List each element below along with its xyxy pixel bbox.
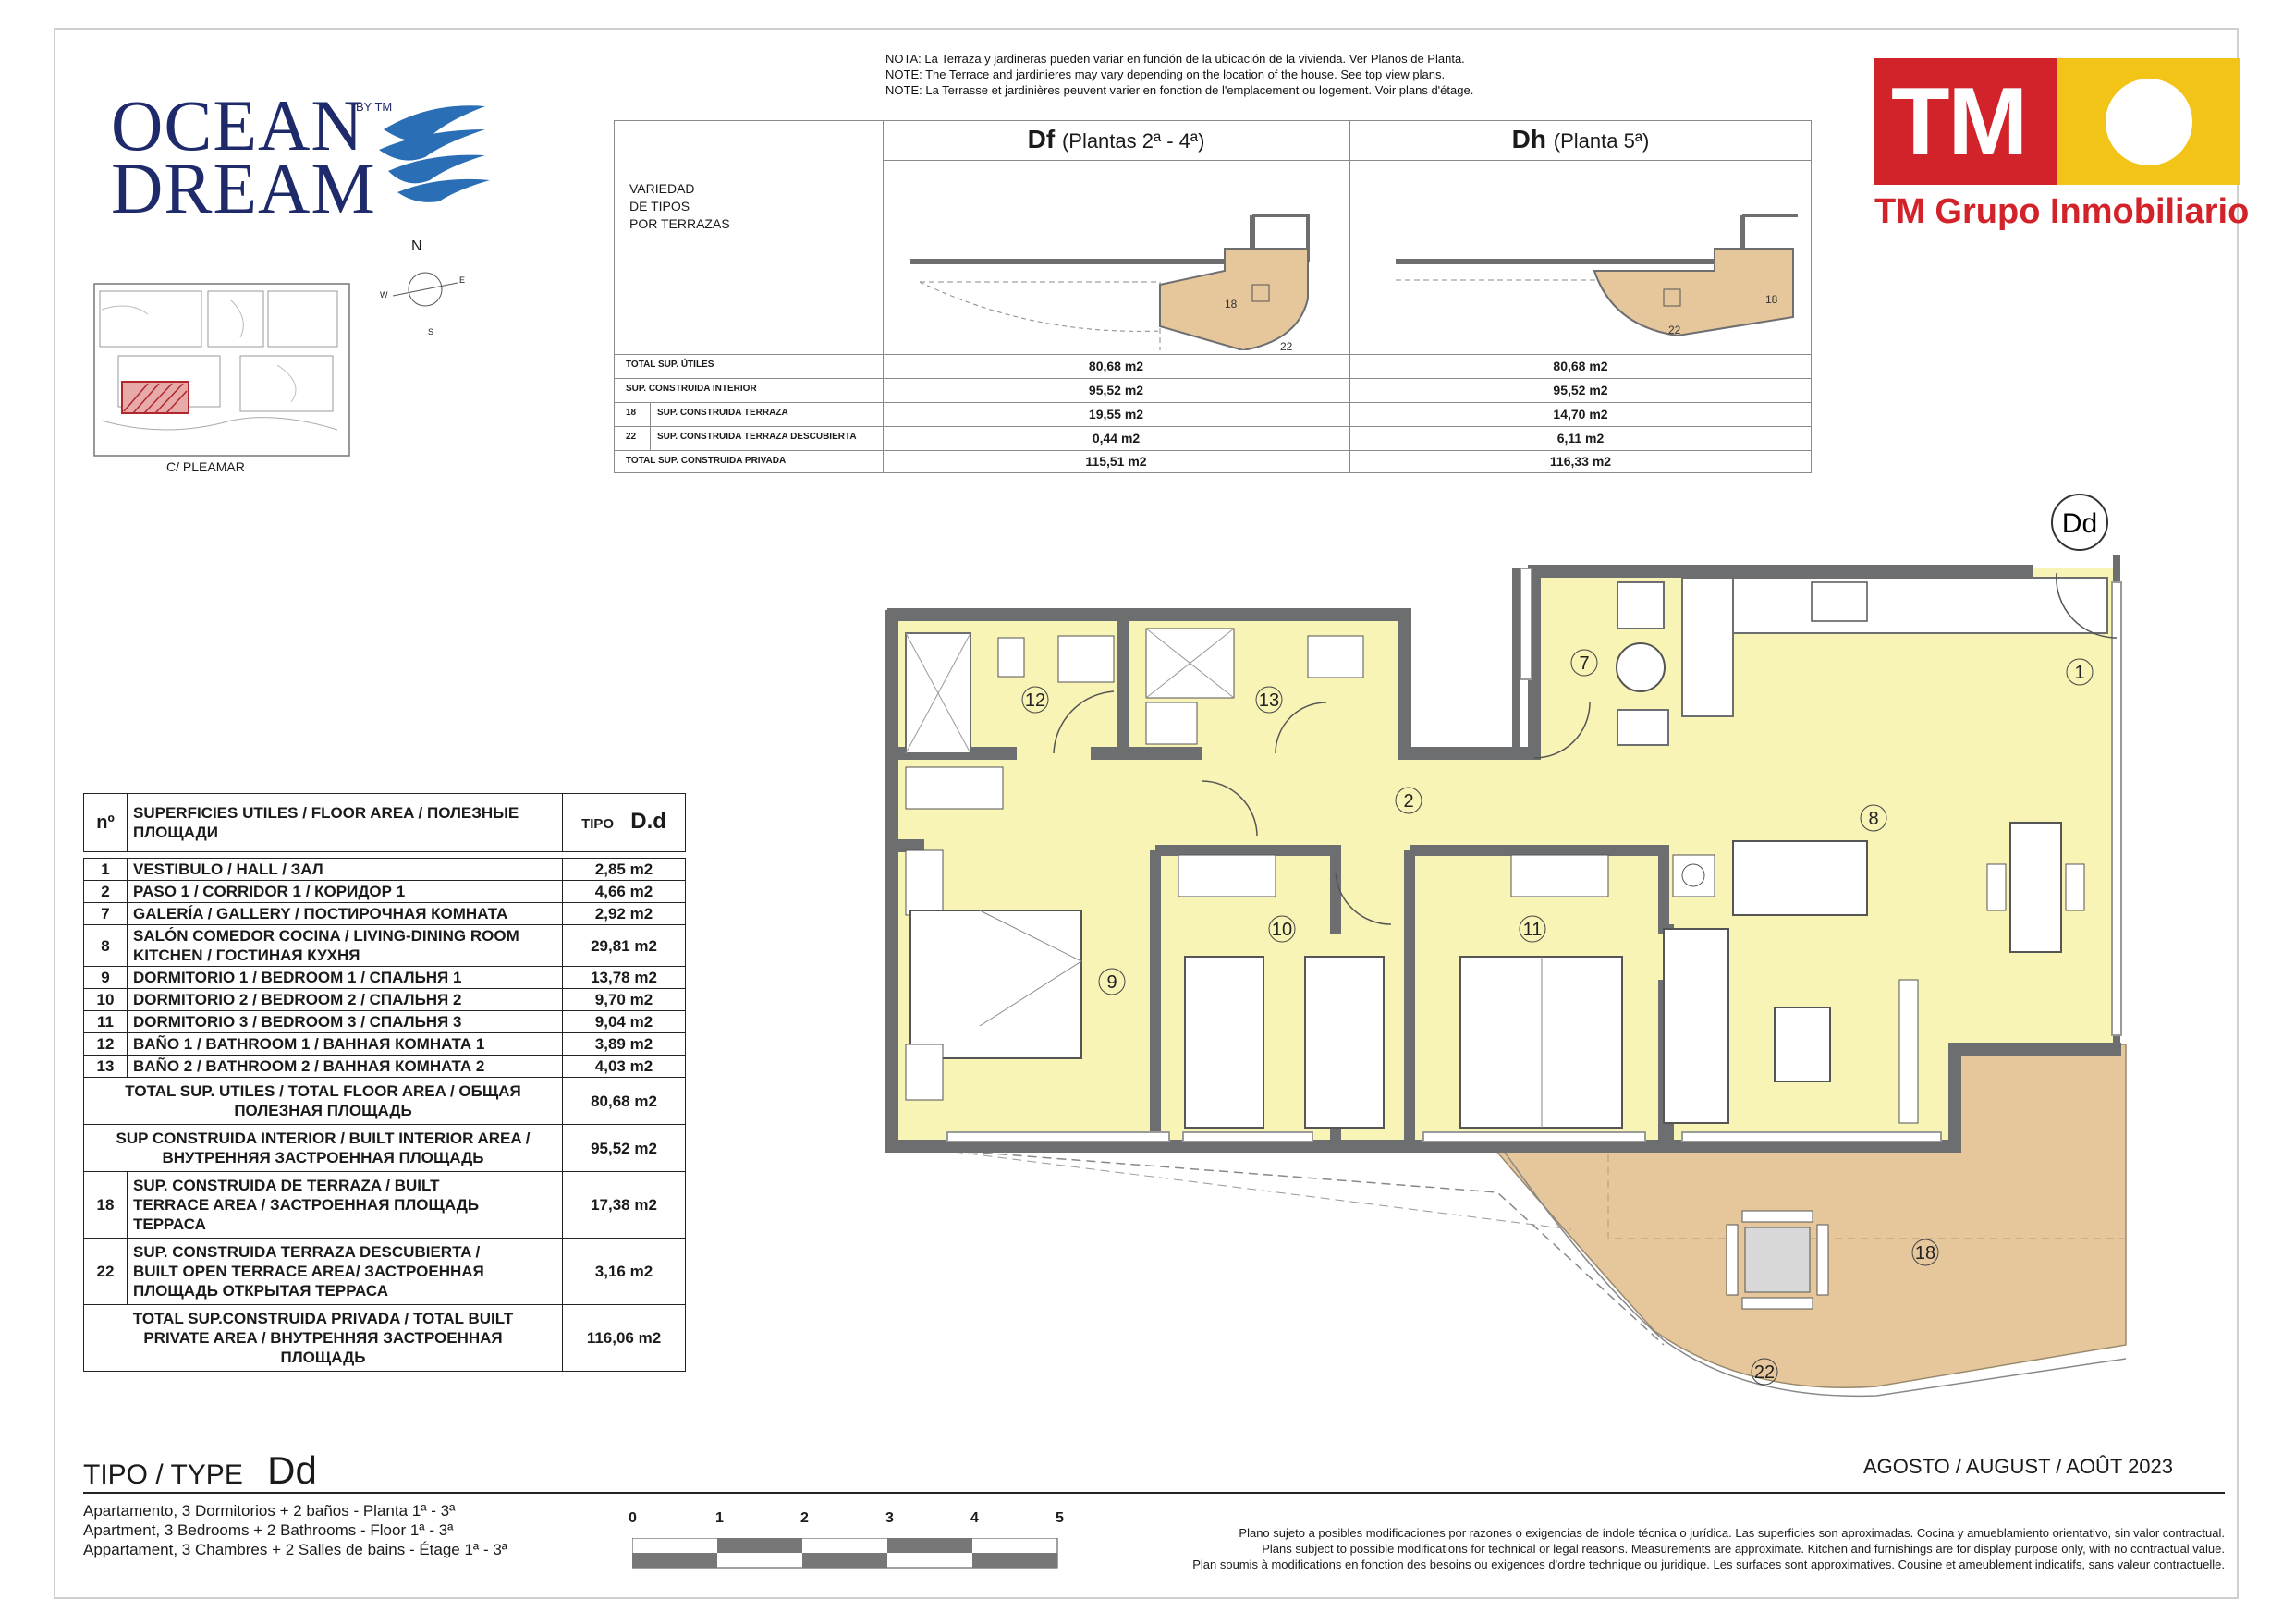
row-terraza: 18 SUP. CONSTRUIDA TERRAZA 19,55 m2 14,7…	[615, 402, 1812, 450]
room-label-1: 1	[2074, 663, 2084, 683]
type-code: Dd	[267, 1448, 317, 1492]
room-label-11: 11	[1523, 920, 1543, 940]
wave-icon	[379, 105, 490, 202]
row-total-privada: TOTAL SUP. CONSTRUIDA PRIVADA 115,51 m2 …	[626, 454, 1612, 469]
note-es: NOTA: La Terraza y jardineras pueden var…	[885, 52, 1465, 66]
room-label-18: 18	[1915, 1243, 1935, 1264]
compass: N E W S	[374, 238, 476, 340]
df-terrace-thumbnail: 18 22	[910, 214, 1310, 350]
terrace-variety-box: Df (Plantas 2ª - 4ª) Dh (Planta 5ª) VARI…	[614, 120, 1812, 473]
note-en: NOTE: The Terrace and jardinieres may va…	[885, 67, 1446, 81]
tm-letters: TM	[1891, 68, 2028, 176]
room-label-7: 7	[1579, 653, 1589, 674]
row-terraza-descubierta: 22 SUP. CONSTRUIDA TERRAZA DESCUBIERTA 0…	[615, 426, 1812, 451]
room-label-12: 12	[1025, 690, 1045, 711]
note-fr: NOTE: La Terrasse et jardinières peuvent…	[885, 83, 1474, 97]
df-marker-22: 22	[1280, 340, 1293, 350]
area-table: nº SUPERFICIES UTILES / FLOOR AREA / ПОЛ…	[83, 793, 686, 1372]
logo-line-ocean: OCEAN	[111, 85, 364, 165]
type-description: Apartamento, 3 Dormitorios + 2 baños - P…	[83, 1502, 508, 1558]
room-label-10: 10	[1272, 920, 1292, 940]
room-label-2: 2	[1403, 791, 1413, 812]
room-label-9: 9	[1106, 972, 1117, 993]
disclaimer-es: Plano sujeto a posibles modificaciones p…	[1239, 1526, 2225, 1540]
disclaimer-en: Plans subject to possible modifications …	[1262, 1542, 2225, 1556]
page-frame	[54, 28, 2239, 1599]
street-label: C/ PLEAMAR	[166, 459, 245, 474]
type-df-header: Df (Plantas 2ª - 4ª)	[883, 125, 1349, 154]
area-table-header: nº SUPERFICIES UTILES / FLOOR AREA / ПОЛ…	[83, 793, 686, 852]
compass-south: S	[428, 327, 434, 336]
room-label-13: 13	[1259, 690, 1279, 711]
dh-marker-22: 22	[1668, 324, 1681, 336]
dh-marker-18: 18	[1765, 293, 1778, 306]
type-df-floors: (Plantas 2ª - 4ª)	[1061, 129, 1205, 153]
logo-by-tm: BY TM	[356, 100, 393, 114]
compass-west: W	[380, 290, 388, 299]
tm-brand-name: TM Grupo Inmobiliario	[1874, 192, 2250, 231]
df-marker-18: 18	[1225, 298, 1238, 311]
compass-north: N	[411, 238, 422, 254]
disclaimer-fr: Plan soumis à modifications en fonction …	[1192, 1557, 2225, 1571]
floor-plan: 1 2 7 8 9 10 11 12 13 18 22 Dd	[885, 494, 2127, 1398]
unit-tag: Dd	[2062, 508, 2097, 539]
room-label-8: 8	[1868, 809, 1878, 829]
built-interior-row: SUP CONSTRUIDA INTERIOR / BUILT INTERIOR…	[83, 1124, 686, 1172]
variety-label: VARIEDAD DE TIPOS POR TERRAZAS	[629, 181, 730, 231]
room-label-22: 22	[1754, 1362, 1775, 1383]
compass-rose-icon	[392, 257, 458, 322]
dh-terrace-thumbnail: 18 22	[1396, 214, 1798, 337]
compass-east: E	[459, 275, 466, 285]
plan-date: AGOSTO / AUGUST / AOÛT 2023	[1863, 1455, 2174, 1478]
total-floor-row: TOTAL SUP. UTILES / TOTAL FLOOR AREA / О…	[83, 1077, 686, 1125]
type-dh-code: Dh	[1511, 125, 1546, 153]
total-private-row: TOTAL SUP.CONSTRUIDA PRIVADA / TOTAL BUI…	[83, 1304, 686, 1372]
row-total-utiles: TOTAL SUP. ÚTILES 80,68 m2 80,68 m2	[615, 354, 1812, 379]
type-dh-header: Dh (Planta 5ª)	[1349, 125, 1812, 154]
sun-circle-icon	[2106, 79, 2192, 165]
row-construida-interior: SUP. CONSTRUIDA INTERIOR 95,52 m2 95,52 …	[615, 378, 1812, 403]
type-dh-floors: (Planta 5ª)	[1553, 129, 1650, 153]
type-df-code: Df	[1027, 125, 1056, 153]
site-plan-map	[93, 283, 350, 457]
scale-bar: 0 1 2 3 4 5	[629, 1510, 1072, 1575]
type-label: TIPO / TYPE Dd	[83, 1448, 317, 1492]
logo-line-dream: DREAM	[111, 148, 376, 228]
